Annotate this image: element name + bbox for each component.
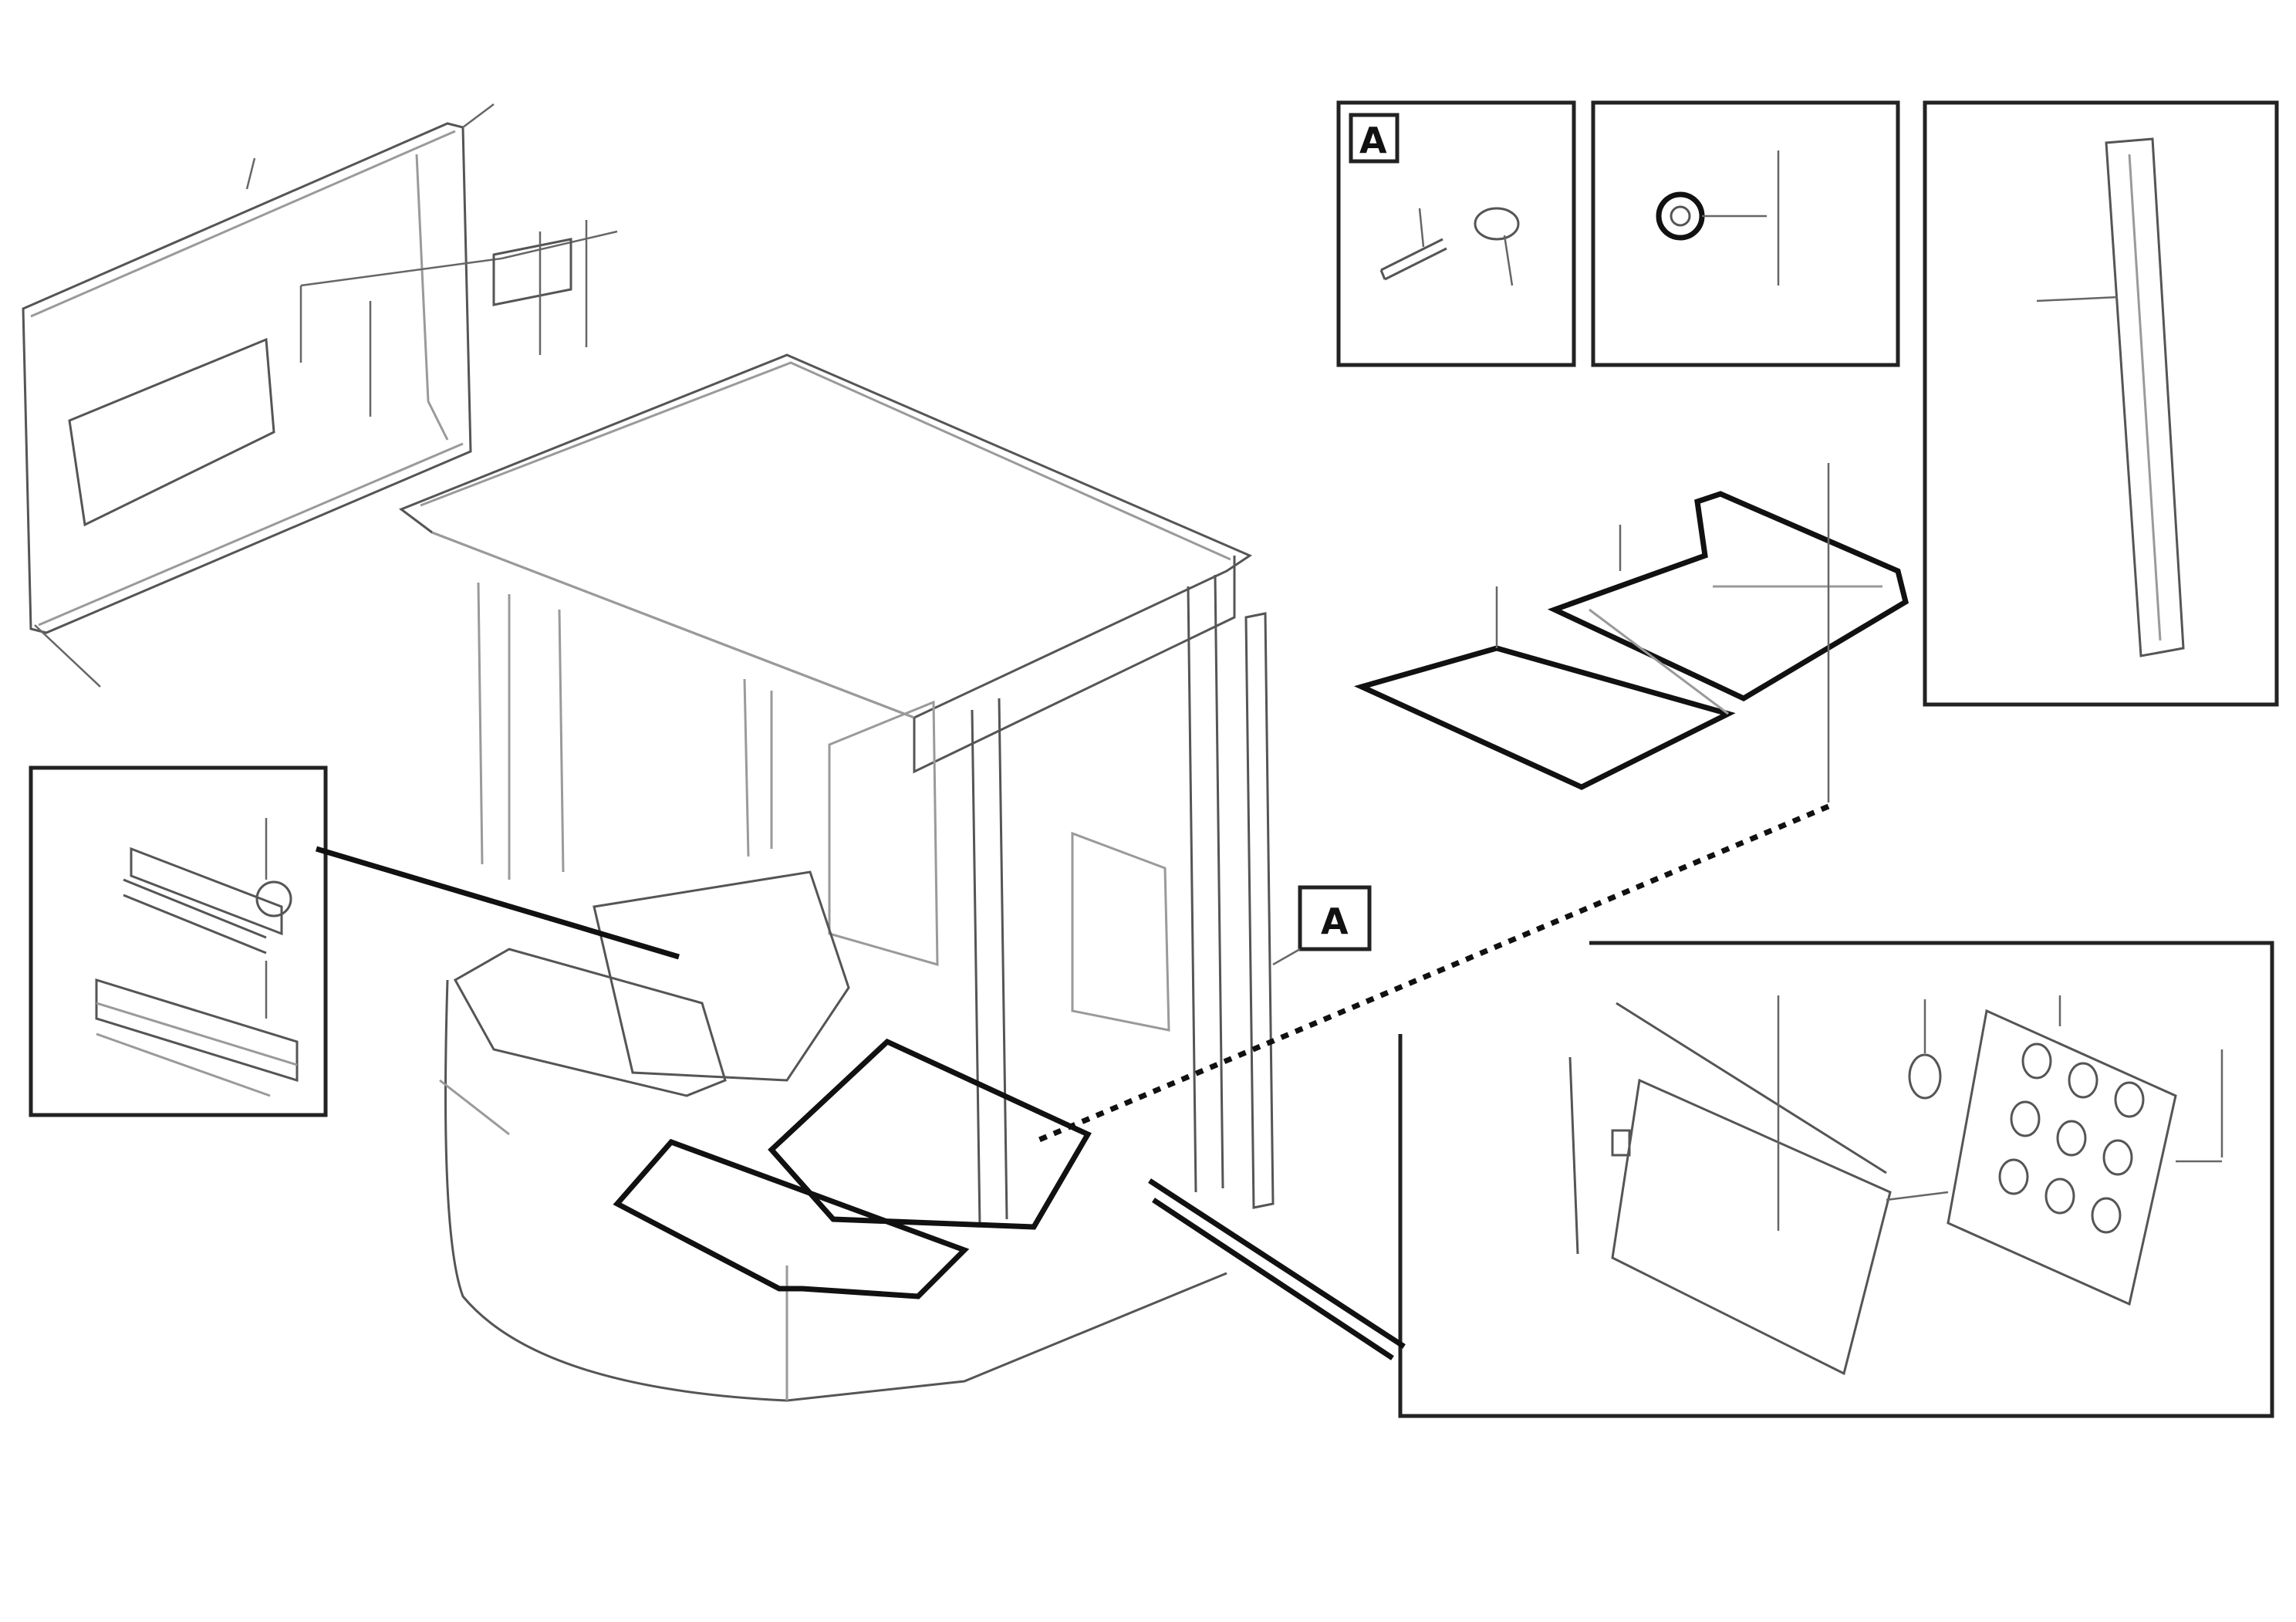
detail-box-washer bbox=[1591, 100, 1900, 367]
cab-assembly: A bbox=[316, 353, 1406, 1402]
detail-box-rail bbox=[29, 765, 328, 1117]
cab-tag-a: A bbox=[1321, 901, 1349, 942]
detail-box-a: A bbox=[1336, 100, 1576, 367]
lamp-grid bbox=[1998, 1042, 2145, 1234]
detail-tag-a: A bbox=[1359, 120, 1387, 161]
detail-box-strip bbox=[1923, 100, 2279, 707]
detail-box-panel bbox=[1398, 941, 2274, 1418]
floor-mats bbox=[1353, 463, 1909, 803]
door-panel bbox=[22, 103, 618, 688]
dashed-leader bbox=[1032, 803, 1830, 1145]
